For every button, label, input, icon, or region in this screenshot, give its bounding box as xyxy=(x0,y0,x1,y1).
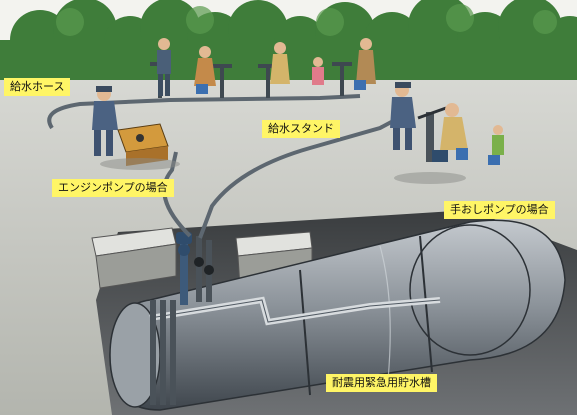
people-at-stands xyxy=(157,38,376,96)
valve-assembly xyxy=(150,232,214,405)
hose-to-hand-pump xyxy=(198,110,411,239)
label-water-hose: 給水ホース xyxy=(4,78,71,96)
label-engine-pump: エンジンポンプの場合 xyxy=(52,179,174,197)
hand-pump-scene xyxy=(390,82,504,165)
engine-pump-operator xyxy=(92,86,118,156)
label-tank: 耐震用緊急用貯水槽 xyxy=(326,374,437,392)
label-water-stand: 給水スタンド xyxy=(262,120,340,138)
supply-hose-to-stands xyxy=(47,94,361,130)
label-hand-pump: 手おしポンプの場合 xyxy=(444,201,555,219)
